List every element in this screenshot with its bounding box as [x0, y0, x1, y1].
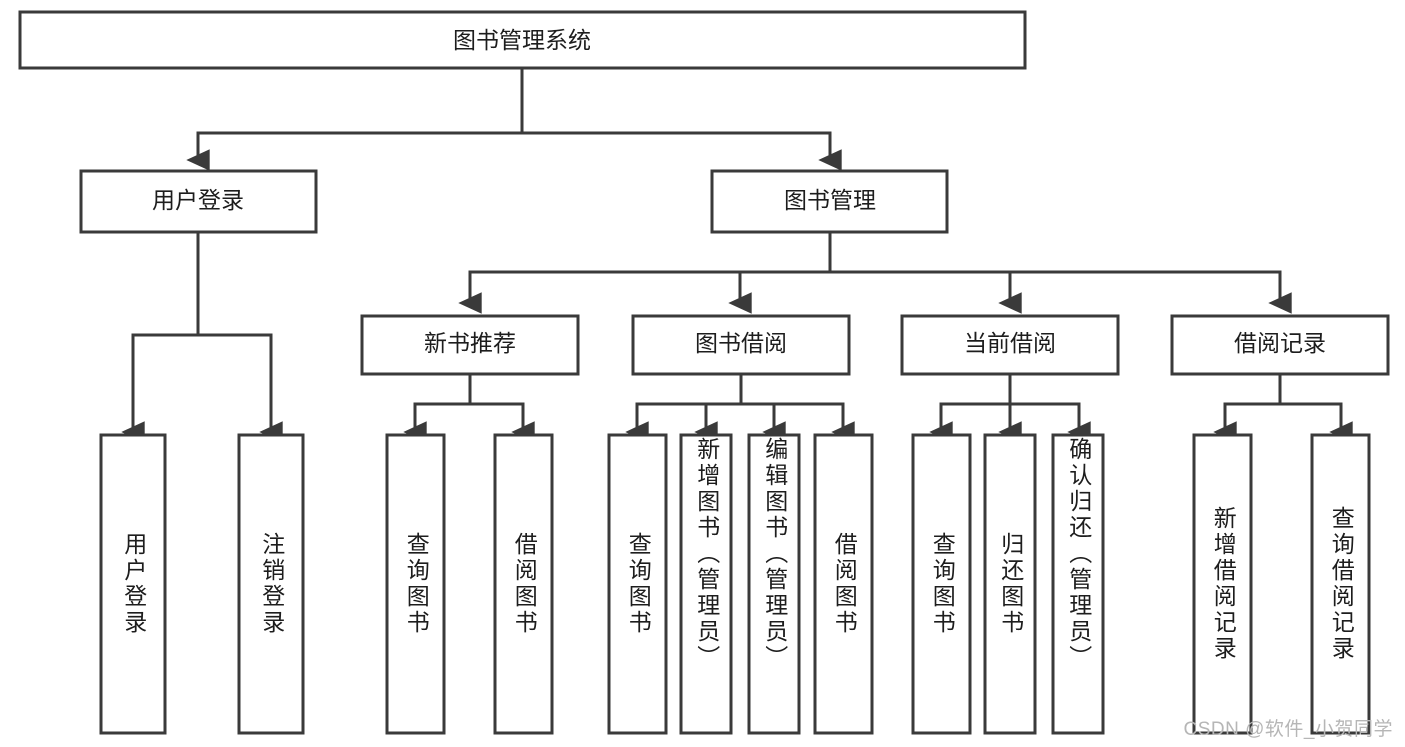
node-borrow-record-label: 借阅记录: [1234, 330, 1326, 356]
leaf-box-current-borrow-1[interactable]: [983, 433, 1037, 735]
node-new-book-label: 新书推荐: [424, 330, 516, 356]
leaf-box-book-borrow-2[interactable]: [747, 433, 801, 735]
node-current-borrow-label: 当前借阅: [964, 330, 1056, 356]
leaf-box-borrow-record-1[interactable]: [1310, 433, 1371, 735]
leaf-box-book-borrow-0[interactable]: [607, 433, 668, 735]
node-user-login-label: 用户登录: [152, 187, 244, 213]
node-borrow-record-box[interactable]: [1170, 314, 1390, 376]
node-book-manage-box[interactable]: [710, 169, 949, 234]
node-book-borrow-label: 图书借阅: [695, 330, 787, 356]
node-book-manage-label: 图书管理: [784, 187, 876, 213]
leaf-box-new-book-0[interactable]: [385, 433, 446, 735]
leaf-box-user-login-1[interactable]: [237, 433, 305, 735]
node-root-box[interactable]: [18, 10, 1027, 70]
node-book-borrow-box[interactable]: [631, 314, 851, 376]
leaf-box-borrow-record-0[interactable]: [1192, 433, 1253, 735]
watermark-text: CSDN @软件_小贺同学: [1183, 719, 1393, 740]
leaf-box-current-borrow-2[interactable]: [1051, 433, 1105, 735]
node-root-label: 图书管理系统: [453, 27, 591, 53]
leaf-box-book-borrow-1[interactable]: [679, 433, 733, 735]
leaf-box-current-borrow-0[interactable]: [911, 433, 972, 735]
leaf-box-book-borrow-3[interactable]: [813, 433, 874, 735]
leaf-box-user-login-0[interactable]: [99, 433, 167, 735]
leaf-box-new-book-1[interactable]: [493, 433, 554, 735]
node-current-borrow-box[interactable]: [900, 314, 1120, 376]
node-new-book-box[interactable]: [360, 314, 580, 376]
